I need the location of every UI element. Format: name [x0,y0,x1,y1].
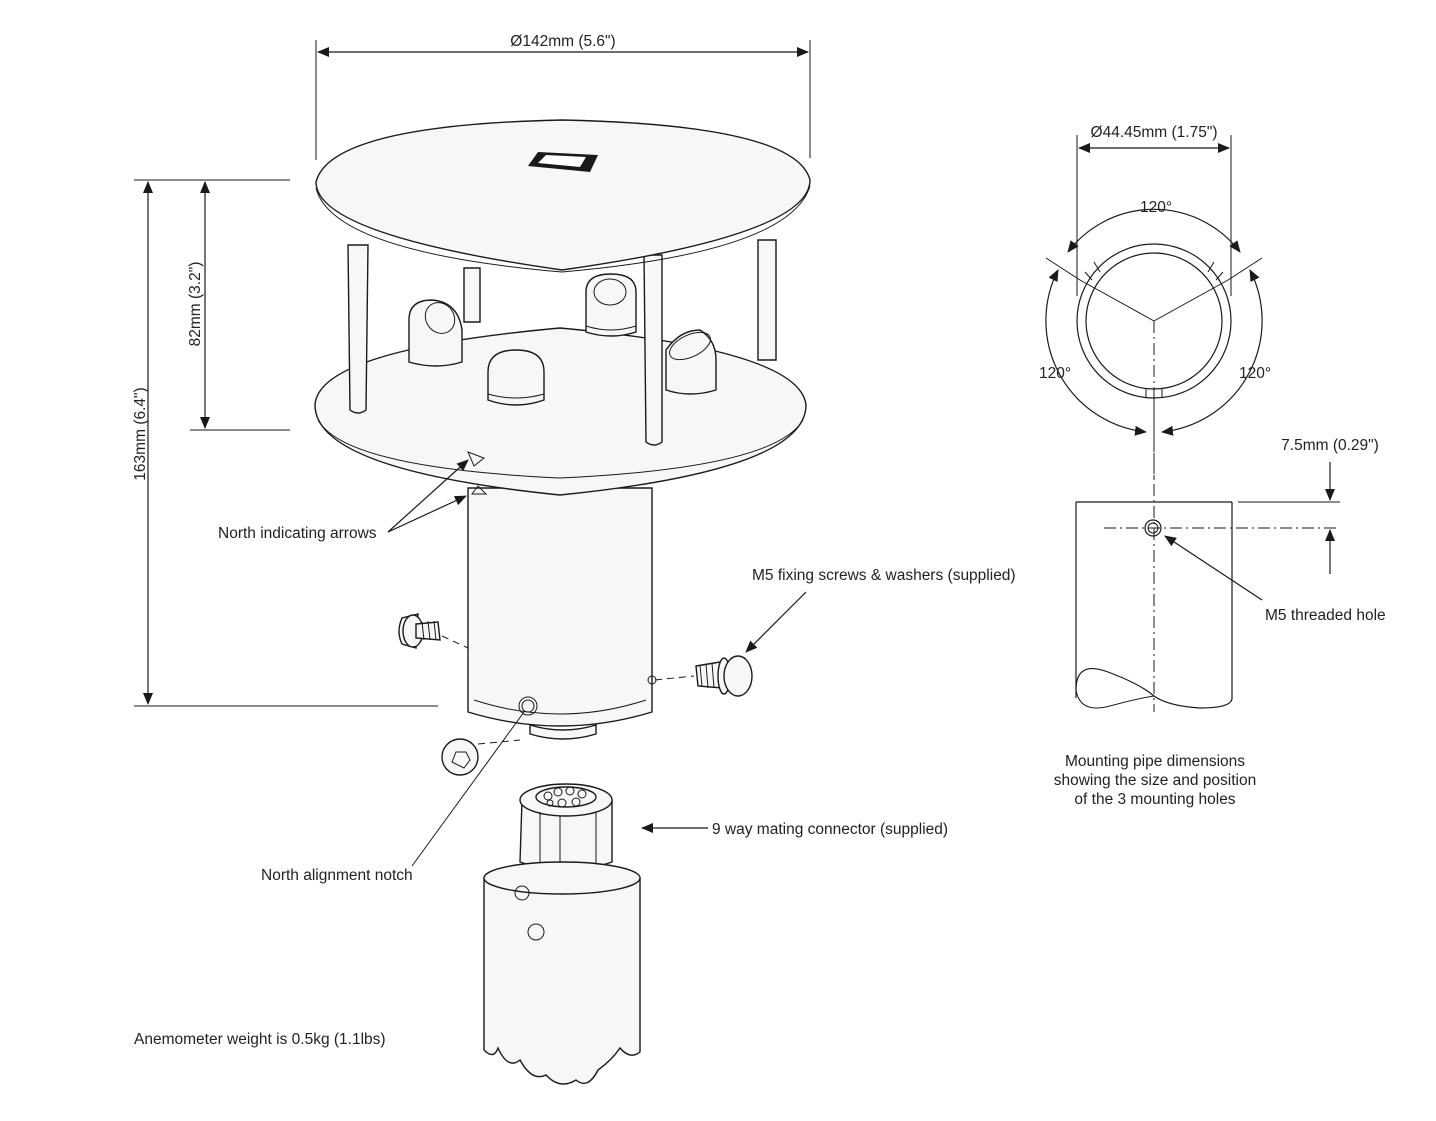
leg-back-right [757,239,777,361]
dim-label-pipe-diameter: Ø44.45mm (1.75") [1091,124,1218,141]
transducer-front [487,349,545,406]
leader-north-arrow-1 [387,459,469,533]
leg-back-left [463,267,481,323]
north-arrow-upper [467,451,485,467]
angle-label-top: 120° [1140,199,1172,216]
mounting-mast [483,861,641,1085]
screw-right [695,655,753,697]
transducer-right [665,329,717,395]
dim-label-height-total: 163mm (6.4") [132,387,149,480]
leader-north-arrow-2 [387,495,467,533]
dimension-height-total [134,179,438,707]
pipe-top-view [1045,135,1263,480]
dim-label-hole-offset: 7.5mm (0.29") [1281,437,1379,454]
leader-screws [745,591,807,653]
transducer-left [408,299,463,367]
dimension-height-head [190,181,290,431]
anemometer [314,119,811,776]
label-weight: Anemometer weight is 0.5kg (1.1lbs) [134,1031,386,1048]
label-threaded-hole: M5 threaded hole [1265,607,1386,624]
body-cylinder [467,487,653,727]
dimension-diameter-top [315,40,811,160]
label-alignment-notch: North alignment notch [261,867,413,884]
pipe-caption-line2: showing the size and position [1054,772,1257,789]
pipe-caption-line3: of the 3 mounting holes [1074,791,1235,808]
top-disc [315,119,811,271]
transducer-back [585,273,637,337]
logo-badge [528,152,598,172]
screw-left [398,613,441,649]
leader-notch [411,711,525,867]
connector-socket [529,724,597,740]
dim-label-height-head: 82mm (3.2") [187,262,204,347]
label-north-arrows: North indicating arrows [218,525,377,542]
angle-label-left: 120° [1039,365,1071,382]
pipe-side-view [1075,440,1340,712]
angle-label-right: 120° [1239,365,1271,382]
dim-label-diameter-top: Ø142mm (5.6") [510,33,615,50]
m5-threaded-hole [1144,519,1162,537]
lower-saucer [314,327,807,496]
north-alignment-notch [518,696,538,716]
hex-plug [441,738,479,776]
leg-front-left [347,244,369,414]
label-connector: 9 way mating connector (supplied) [712,821,948,838]
pipe-caption-line1: Mounting pipe dimensions [1065,753,1245,770]
leg-front-right [643,254,663,446]
label-fixing-screws: M5 fixing screws & washers (supplied) [752,567,1016,584]
north-arrow-lower [471,485,488,495]
